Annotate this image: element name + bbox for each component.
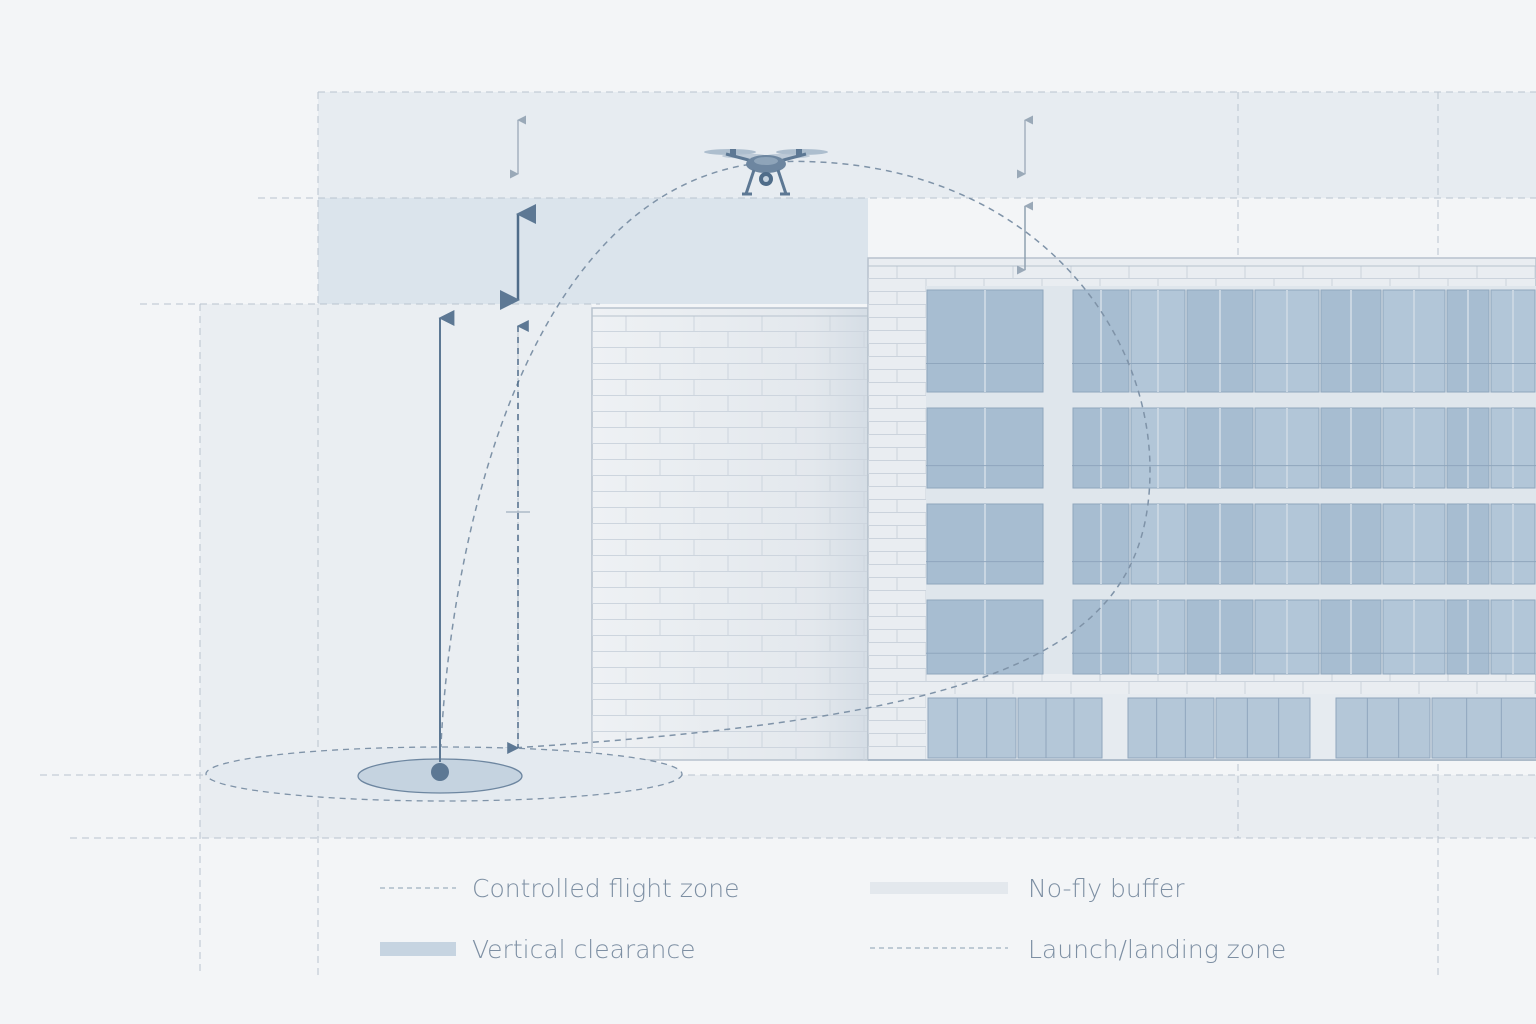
vertical-clearance-band: [318, 198, 868, 304]
legend-swatch-nofly: [870, 882, 1008, 894]
dimensions: [438, 115, 1034, 762]
legend-label-vertical: Vertical clearance: [472, 935, 696, 964]
legend: Controlled flight zone No-fly buffer Ver…: [380, 874, 1286, 964]
legend-item-launch: Launch/landing zone: [870, 935, 1286, 964]
legend-label-controlled: Controlled flight zone: [472, 874, 739, 903]
low-building: [591, 307, 869, 761]
legend-item-vertical: Vertical clearance: [380, 935, 696, 964]
main-building: [867, 257, 1536, 761]
drone-icon: [704, 149, 828, 196]
flight-path: [439, 160, 1151, 773]
no-fly-buffer-band: [318, 92, 1536, 198]
legend-item-nofly: No-fly buffer: [870, 874, 1185, 903]
legend-label-nofly: No-fly buffer: [1028, 874, 1185, 903]
glazing-panels: [926, 289, 1536, 675]
launch-point-icon: [431, 763, 449, 781]
launch-landing-zone: [205, 746, 683, 802]
legend-item-controlled: Controlled flight zone: [380, 874, 739, 903]
ground-floor-glazing: [927, 697, 1536, 759]
legend-swatch-vertical: [380, 942, 456, 956]
reference-grid: [40, 91, 1536, 975]
legend-label-launch: Launch/landing zone: [1028, 935, 1286, 964]
